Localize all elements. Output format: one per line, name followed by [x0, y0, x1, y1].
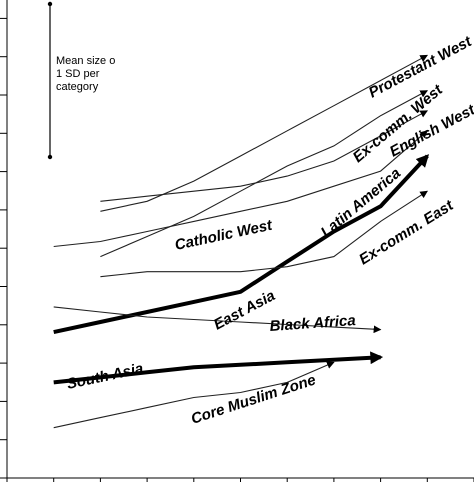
label-core-muslim-zone: Core Muslim Zone — [189, 371, 318, 427]
series-line-ex-comm-west — [100, 90, 428, 258]
annotation-line-3: category — [56, 81, 99, 93]
series-line-south-asia — [53, 351, 384, 385]
label-ex-comm-east: Ex-comm. East — [356, 196, 457, 268]
label-south-asia: South Asia — [65, 360, 145, 393]
y-axis-ticks — [0, 17, 7, 479]
label-latin-america: Latin America — [318, 165, 405, 241]
label-protestant-west: Protestant West — [366, 33, 474, 102]
series-labels: Protestant West Ex-comm. West English We… — [65, 33, 474, 428]
x-axis-ticks — [6, 478, 474, 482]
annotation-line-2: 1 SD per — [56, 68, 100, 80]
sd-scale-top-dot — [47, 1, 53, 7]
annotation-line-1: Mean size o — [56, 55, 115, 67]
series-layer — [53, 54, 430, 429]
sd-scale-annotation: Mean size o 1 SD per category — [47, 1, 115, 160]
series-line-catholic-west — [53, 130, 428, 248]
series-line-core-muslim-zone — [53, 361, 335, 429]
series-line-latin-america — [53, 154, 430, 335]
series-line-black-africa — [53, 306, 382, 334]
label-black-africa: Black Africa — [269, 312, 356, 335]
series-line-protestant-west — [100, 54, 428, 212]
series-line-english-west — [100, 110, 428, 202]
sd-scale-bottom-dot — [47, 154, 53, 160]
series-line-ex-comm-east — [100, 190, 428, 278]
